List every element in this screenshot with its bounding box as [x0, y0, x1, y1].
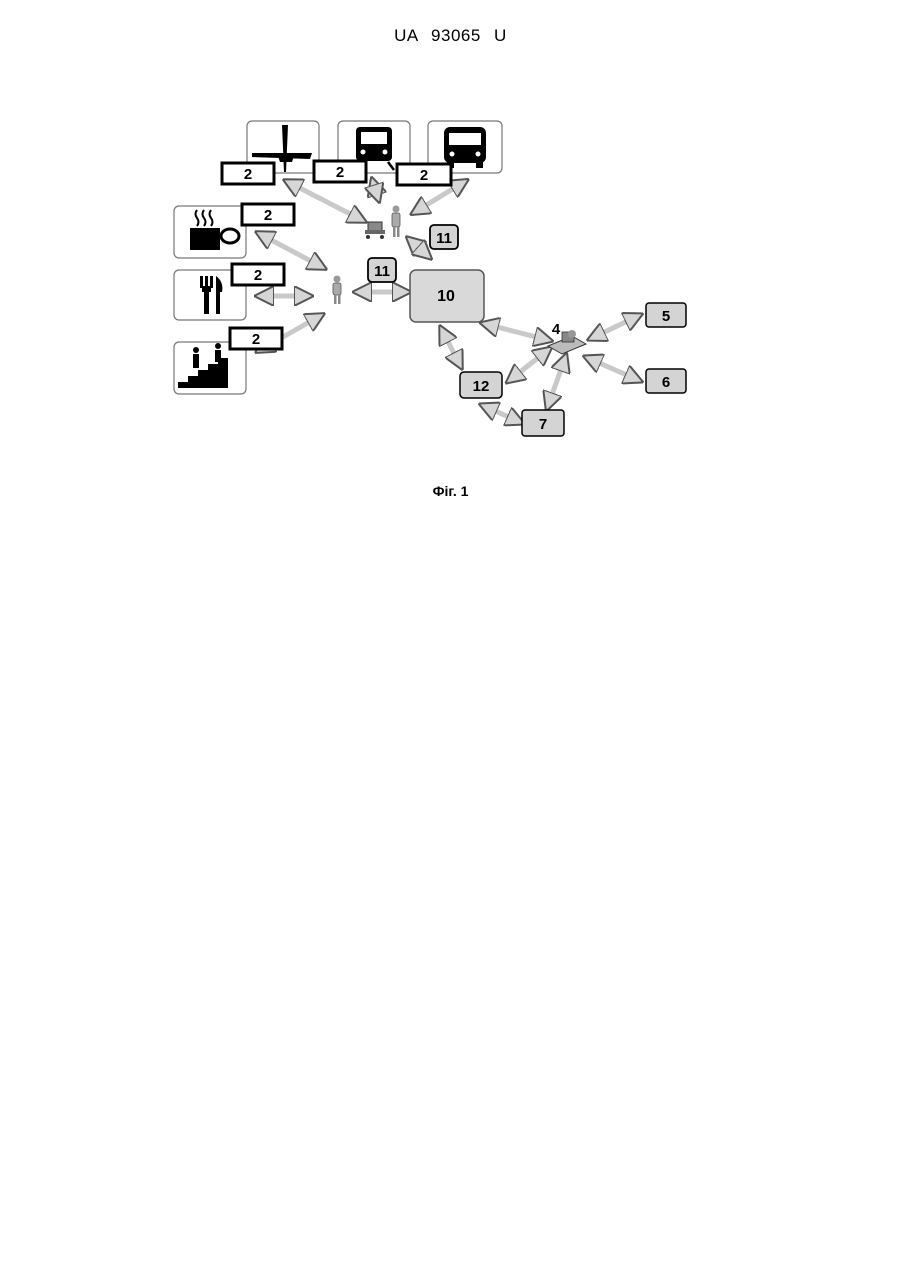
display-label-5: 2 [232, 264, 284, 285]
node-6-label: 6 [662, 374, 670, 391]
display-label-text: 2 [264, 207, 272, 224]
display-label-text: 2 [244, 166, 252, 183]
display-label-text: 2 [420, 167, 428, 184]
node-7-label: 7 [539, 416, 547, 433]
gateway-label-text: 11 [436, 230, 452, 247]
display-label-1: 2 [222, 163, 274, 184]
display-label-text: 2 [252, 331, 260, 348]
gateway-label-2: 11 [368, 258, 396, 282]
node-5-box: 5 [646, 303, 686, 327]
server-label: 10 [437, 288, 455, 305]
display-label-4: 2 [242, 204, 294, 225]
server-box: 10 [410, 270, 484, 322]
gateway-label-1: 11 [430, 225, 458, 249]
node-12-box: 12 [460, 372, 502, 398]
figure-1: 2 2 2 2 2 2 11 11 10 4 5 [160, 110, 700, 450]
gateway-label-text: 11 [374, 263, 390, 280]
terminal-label: 4 [552, 321, 561, 338]
luggage-cart-icon [365, 206, 400, 240]
node-6-box: 6 [646, 369, 686, 393]
display-label-3: 2 [397, 164, 451, 185]
display-label-text: 2 [336, 164, 344, 181]
node-5-label: 5 [662, 308, 670, 325]
node-12-label: 12 [473, 378, 490, 395]
node-7-box: 7 [522, 410, 564, 436]
display-label-2: 2 [314, 161, 366, 182]
display-label-text: 2 [254, 267, 262, 284]
figure-caption: Фіг. 1 [0, 483, 901, 499]
display-label-6: 2 [230, 328, 282, 349]
document-number: UA 93065 U [0, 26, 901, 46]
bus-icon [444, 127, 486, 168]
coffee-tile [174, 206, 246, 258]
person-icon [333, 276, 341, 305]
